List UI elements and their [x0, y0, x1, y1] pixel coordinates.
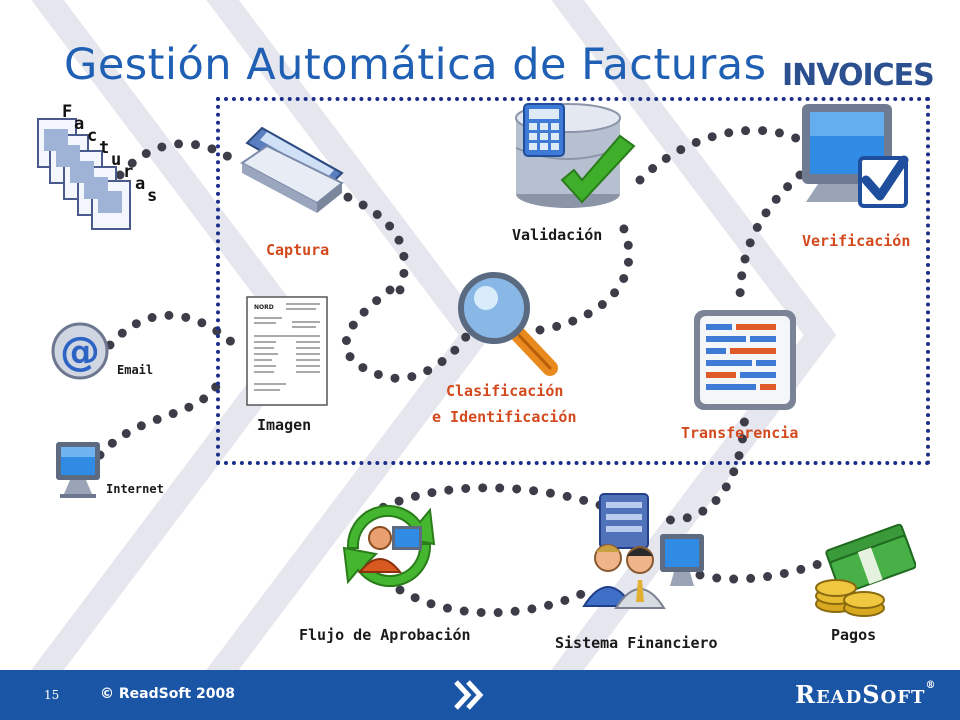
- svg-text:@: @: [60, 329, 100, 375]
- transfer-document-icon: [694, 310, 796, 410]
- validation-database-icon: [515, 103, 636, 208]
- facturas-letter: t: [99, 138, 110, 158]
- connector-clasificacion-validacion: [535, 215, 634, 335]
- approval-flow-icon: [342, 504, 436, 588]
- facturas-letter: r: [123, 162, 134, 182]
- magnifier-icon: [458, 272, 558, 376]
- payments-money-icon: [815, 523, 916, 617]
- input-label-email: Email: [117, 363, 154, 377]
- footer-bar: 15 © ReadSoft 2008 READSOFT®: [0, 670, 960, 720]
- facturas-letter: a: [74, 114, 85, 134]
- page-number: 15: [44, 688, 60, 702]
- step-label-verificacion: Verificación: [802, 232, 911, 250]
- copyright-text: © ReadSoft 2008: [100, 686, 235, 702]
- label-flujo-aprobacion: Flujo de Aprobación: [299, 626, 471, 644]
- step-label-transferencia: Transferencia: [681, 424, 799, 442]
- invoice-document-thumbnail: NORD: [246, 296, 328, 406]
- connector-transferencia-financiero: [665, 400, 750, 525]
- facturas-letter: a: [135, 174, 146, 194]
- step-label-clasificacion-line2: e Identificación: [432, 408, 577, 426]
- page-title: Gestión Automática de Facturas: [64, 40, 767, 90]
- facturas-letter: F: [62, 102, 73, 122]
- connector-captura-clasificacion: [295, 175, 409, 295]
- registered-mark: ®: [925, 680, 937, 691]
- facturas-letter: u: [111, 150, 122, 170]
- step-label-clasificacion-line1: Clasificación: [446, 382, 564, 400]
- brand-part: OFT: [880, 687, 926, 708]
- connector-aprobacion-financiero-bottom: [395, 585, 595, 618]
- connector-verificacion-transferencia: [735, 170, 805, 305]
- connector-email-imagen: [105, 310, 245, 355]
- connector-financiero-pagos: [695, 555, 835, 584]
- scanner-icon: [240, 126, 344, 213]
- step-label-validacion: Validación: [512, 226, 603, 244]
- label-pagos: Pagos: [831, 626, 877, 644]
- brand-part: R: [795, 680, 816, 709]
- facturas-letter: c: [87, 126, 98, 146]
- connector-imagen-clasificacion: [341, 285, 475, 383]
- financial-system-icon: [582, 493, 704, 609]
- step-label-captura: Captura: [266, 241, 330, 259]
- facturas-documents-icon: [37, 118, 131, 230]
- invoices-logo: INVOICES: [782, 58, 935, 93]
- brand-part: EAD: [815, 687, 863, 708]
- input-label-internet: Internet: [106, 482, 164, 496]
- label-sistema-financiero: Sistema Financiero: [555, 634, 718, 652]
- brand-part: S: [862, 680, 881, 709]
- dotted-connectors: [95, 125, 835, 618]
- process-boundary-box: [216, 97, 930, 465]
- step-label-imagen: Imagen: [257, 416, 312, 434]
- connector-internet-imagen: [95, 375, 225, 460]
- facturas-letter: s: [147, 186, 158, 206]
- email-at-icon: @: [51, 322, 109, 380]
- readsoft-brand: READSOFT®: [795, 680, 936, 709]
- connector-facturas-captura: [115, 139, 245, 180]
- footer-chevrons-icon: [454, 680, 484, 710]
- document-header-text: NORD: [254, 304, 274, 311]
- internet-monitor-icon: [56, 442, 100, 498]
- verification-monitor-icon: [802, 104, 909, 208]
